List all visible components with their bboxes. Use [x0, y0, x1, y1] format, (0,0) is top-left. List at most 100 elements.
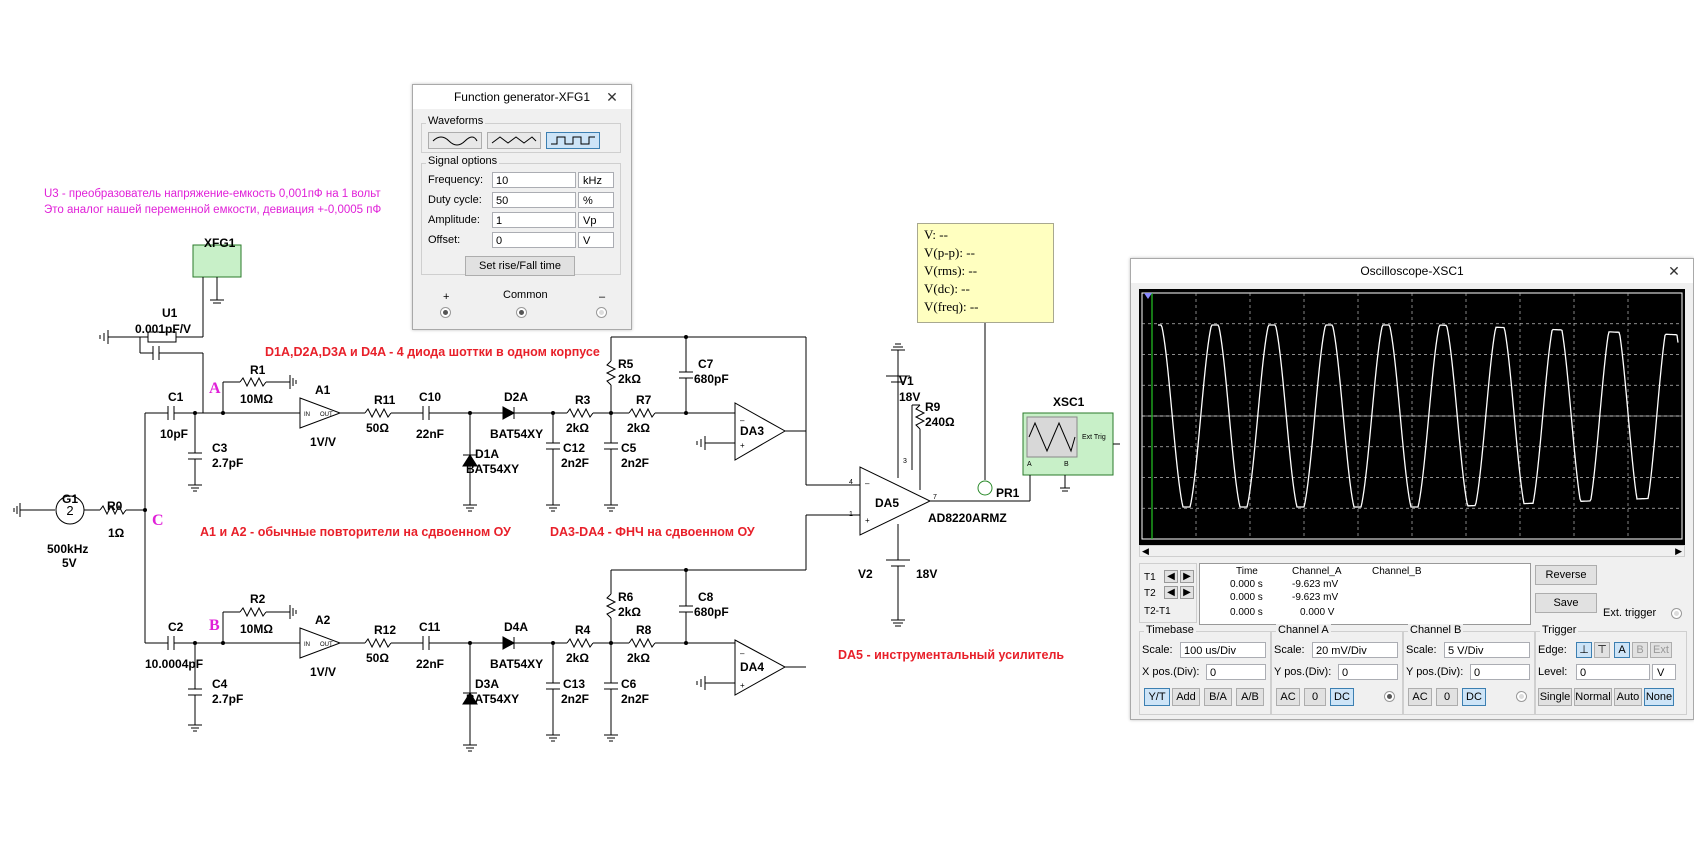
triangle-wave-button[interactable] — [487, 132, 541, 149]
t1-left-arrow-icon[interactable]: ◀ — [1164, 570, 1178, 583]
col-time: Time — [1236, 566, 1258, 577]
function-generator-window[interactable]: Function generator-XFG1 ✕ Waveforms Sign… — [412, 84, 632, 330]
chb-scale-input[interactable]: 5 V/Div — [1444, 642, 1530, 658]
t2-left-arrow-icon[interactable]: ◀ — [1164, 586, 1178, 599]
offset-unit-select[interactable]: V — [578, 232, 614, 248]
probe-v: V: -- — [924, 227, 948, 242]
square-wave-button[interactable] — [546, 132, 600, 149]
scroll-left-icon[interactable]: ◀ — [1142, 546, 1149, 556]
scroll-right-icon[interactable]: ▶ — [1675, 546, 1682, 556]
svg-text:+: + — [740, 681, 745, 690]
cha-terminal[interactable] — [1384, 691, 1395, 702]
d2a-name: D2A — [504, 390, 529, 404]
c3-value: 2.7pF — [212, 456, 244, 470]
none-button[interactable]: None — [1644, 688, 1674, 706]
auto-button[interactable]: Auto — [1614, 688, 1642, 706]
c11-name: C11 — [419, 620, 441, 634]
a2-value: 1V/V — [310, 665, 337, 679]
ext-trigger-terminal[interactable] — [1671, 608, 1682, 619]
duty-cycle-input[interactable]: 50 — [492, 192, 576, 208]
cha-zero-button[interactable]: 0 — [1304, 688, 1326, 706]
frequency-unit-select[interactable]: kHz — [578, 172, 614, 188]
osc-close-icon[interactable]: ✕ — [1668, 263, 1680, 279]
osc-titlebar[interactable]: Oscilloscope-XSC1 ✕ — [1131, 259, 1693, 283]
r8-name: R8 — [636, 623, 652, 637]
level-unit-select[interactable]: V — [1652, 664, 1676, 680]
c11-value: 22nF — [416, 657, 445, 671]
falling-edge-icon[interactable]: ⊤ — [1594, 642, 1610, 658]
cha-dc-button[interactable]: DC — [1330, 688, 1354, 706]
node-c-label: C — [152, 512, 164, 529]
v1-name: V1 — [899, 374, 914, 388]
frequency-input[interactable]: 10 — [492, 172, 576, 188]
osc-scrollbar[interactable]: ◀ ▶ — [1139, 545, 1685, 557]
r6-value: 2kΩ — [618, 605, 641, 619]
level-input[interactable]: 0 — [1576, 664, 1650, 680]
duty-cycle-unit: % — [578, 192, 614, 208]
r1-name: R1 — [250, 363, 266, 377]
svg-text:OUT: OUT — [320, 642, 333, 648]
c13-name: C13 — [563, 677, 586, 691]
a1-value: 1V/V — [310, 435, 337, 449]
oscilloscope-window[interactable]: Oscilloscope-XSC1 ✕ ◀ ▶ T1 ◀ ▶ T2 ◀ ▶ T2… — [1130, 258, 1694, 720]
t1-right-arrow-icon[interactable]: ▶ — [1180, 570, 1194, 583]
trigger-b-button[interactable]: B — [1632, 642, 1648, 658]
r8-value: 2kΩ — [627, 651, 650, 665]
xfg1-label: XFG1 — [204, 236, 236, 250]
yt-button[interactable]: Y/T — [1144, 688, 1170, 706]
sine-wave-button[interactable] — [428, 132, 482, 149]
t2-label: T2 — [1144, 588, 1156, 599]
c7-name: C7 — [698, 357, 714, 371]
amplitude-unit-select[interactable]: Vp — [578, 212, 614, 228]
r1-value: 10MΩ — [240, 392, 273, 406]
r3-name: R3 — [575, 393, 591, 407]
offset-input[interactable]: 0 — [492, 232, 576, 248]
amplitude-input[interactable]: 1 — [492, 212, 576, 228]
trigger-a-button[interactable]: A — [1614, 642, 1630, 658]
chb-zero-button[interactable]: 0 — [1436, 688, 1458, 706]
channel-b-group: Channel B Scale: 5 V/Div Y pos.(Div): 0 … — [1403, 624, 1535, 715]
set-rise-fall-button[interactable]: Set rise/Fall time — [465, 256, 575, 276]
fg-minus-terminal[interactable] — [596, 307, 607, 318]
chb-ac-button[interactable]: AC — [1408, 688, 1432, 706]
amplitude-label: Amplitude: — [428, 214, 480, 226]
cha-ac-button[interactable]: AC — [1276, 688, 1300, 706]
xsc-b-terminal: B — [1064, 461, 1069, 468]
c5-name: C5 — [621, 441, 637, 455]
r5-name: R5 — [618, 357, 634, 371]
ab-button[interactable]: A/B — [1236, 688, 1264, 706]
channel-a-title: Channel A — [1276, 624, 1331, 636]
rising-edge-icon[interactable]: ⊥ — [1576, 642, 1592, 658]
probe-vdc: V(dc): -- — [924, 281, 970, 296]
normal-button[interactable]: Normal — [1574, 688, 1612, 706]
r7-value: 2kΩ — [627, 421, 650, 435]
chb-dc-button[interactable]: DC — [1462, 688, 1486, 706]
chb-terminal[interactable] — [1516, 691, 1527, 702]
chb-ypos-label: Y pos.(Div): — [1406, 666, 1464, 678]
pin1: 1 — [849, 511, 853, 518]
cursor-readout-table: Time Channel_A Channel_B 0.000 s -9.623 … — [1199, 563, 1531, 625]
fg-titlebar[interactable]: Function generator-XFG1 ✕ — [413, 85, 631, 109]
cha-scale-input[interactable]: 20 mV/Div — [1312, 642, 1398, 658]
fg-plus-terminal[interactable] — [440, 307, 451, 318]
d4a-name: D4A — [504, 620, 529, 634]
chb-ypos-input[interactable]: 0 — [1470, 664, 1530, 680]
fg-common-terminal[interactable] — [516, 307, 527, 318]
t1-label: T1 — [1144, 572, 1156, 583]
timebase-group: Timebase Scale: 100 us/Div X pos.(Div): … — [1139, 624, 1271, 715]
xpos-input[interactable]: 0 — [1206, 664, 1266, 680]
ba-button[interactable]: B/A — [1204, 688, 1232, 706]
v2-value: 18V — [916, 567, 938, 581]
g1-amp: 5V — [62, 556, 77, 570]
single-button[interactable]: Single — [1538, 688, 1572, 706]
save-button[interactable]: Save — [1535, 593, 1597, 613]
cha-ypos-input[interactable]: 0 — [1338, 664, 1398, 680]
trigger-ext-button[interactable]: Ext — [1650, 642, 1672, 658]
reverse-button[interactable]: Reverse — [1535, 565, 1597, 585]
add-button[interactable]: Add — [1172, 688, 1200, 706]
t2-right-arrow-icon[interactable]: ▶ — [1180, 586, 1194, 599]
timebase-scale-input[interactable]: 100 us/Div — [1180, 642, 1266, 658]
r6-name: R6 — [618, 590, 634, 604]
xsc-a-terminal: A — [1027, 461, 1032, 468]
fg-close-icon[interactable]: ✕ — [606, 89, 618, 105]
